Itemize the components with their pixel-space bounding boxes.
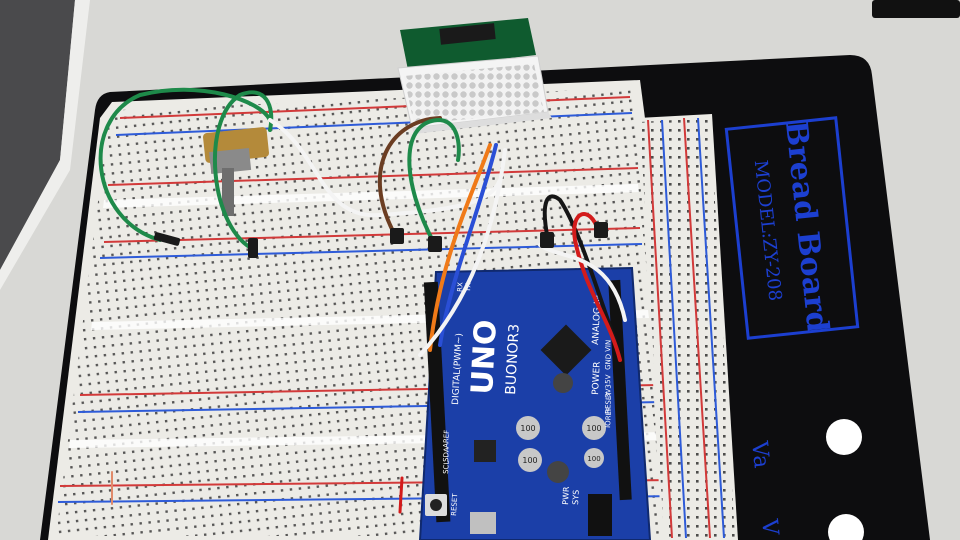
svg-text:100: 100: [587, 455, 600, 463]
mount-hole-1: [826, 419, 862, 455]
mcu-chip: [540, 324, 592, 376]
power-label: POWER: [591, 361, 603, 395]
five-v-label: 5V: [604, 374, 612, 384]
board-name: UNO: [465, 319, 504, 396]
capacitor-2: 100: [582, 416, 606, 440]
wire-black: [542, 194, 617, 342]
wire-green-2: [213, 90, 274, 252]
three-v3-label: 3V3: [604, 384, 613, 398]
wires: [98, 87, 627, 514]
table-edge: [0, 0, 90, 290]
led-matrix-icon: [397, 18, 552, 134]
tx-label: TX: [464, 282, 473, 293]
wire-white-2: [418, 148, 507, 357]
side-label-va: Va: [746, 439, 774, 469]
aref-label: AREF: [442, 430, 451, 449]
regulator-1: [553, 373, 573, 393]
mount-hole-2: [828, 514, 864, 540]
gnd-label: GND: [604, 354, 613, 370]
ioref-label: IOREF: [604, 407, 613, 428]
svg-text:100: 100: [520, 424, 535, 433]
capacitor-4: 100: [584, 448, 604, 468]
potentiometer-icon: [203, 127, 269, 216]
wire-red-small: [398, 476, 404, 514]
svg-text:100: 100: [522, 456, 537, 465]
capacitor-3: 100: [518, 448, 542, 472]
wire-red: [572, 212, 622, 362]
vin-label: VIN: [604, 340, 613, 352]
carpet: [0, 0, 75, 270]
usb-port[interactable]: [470, 512, 496, 534]
svg-text:100: 100: [586, 424, 601, 433]
board-subtitle: BUONOR3: [503, 323, 523, 395]
black-object-top-right: [872, 0, 960, 18]
capacitor-1: 100: [516, 416, 540, 440]
wire-brown: [377, 116, 442, 237]
side-label-v: V: [756, 517, 783, 538]
wire-green-3: [407, 117, 461, 247]
sda-label: SDA: [442, 447, 451, 462]
reset-pin-label: RESET: [604, 391, 613, 415]
vertical-rails: [638, 114, 738, 540]
wire-green-1: [98, 87, 272, 242]
regulator-2: [547, 461, 569, 483]
usb-chip: [474, 440, 496, 462]
scl-label: SCL: [442, 460, 451, 474]
wire-white-3: [538, 243, 627, 322]
reset-label: RESET: [450, 493, 459, 517]
sys-label: SYS: [571, 490, 581, 505]
pwr-label: PWR: [561, 486, 571, 505]
dc-jack[interactable]: [588, 494, 612, 536]
digital-label: DIGITAL(PWM~): [451, 333, 465, 405]
pin-ends: [153, 222, 608, 258]
wire-orange: [428, 143, 492, 352]
rx-label: RX: [456, 282, 465, 292]
